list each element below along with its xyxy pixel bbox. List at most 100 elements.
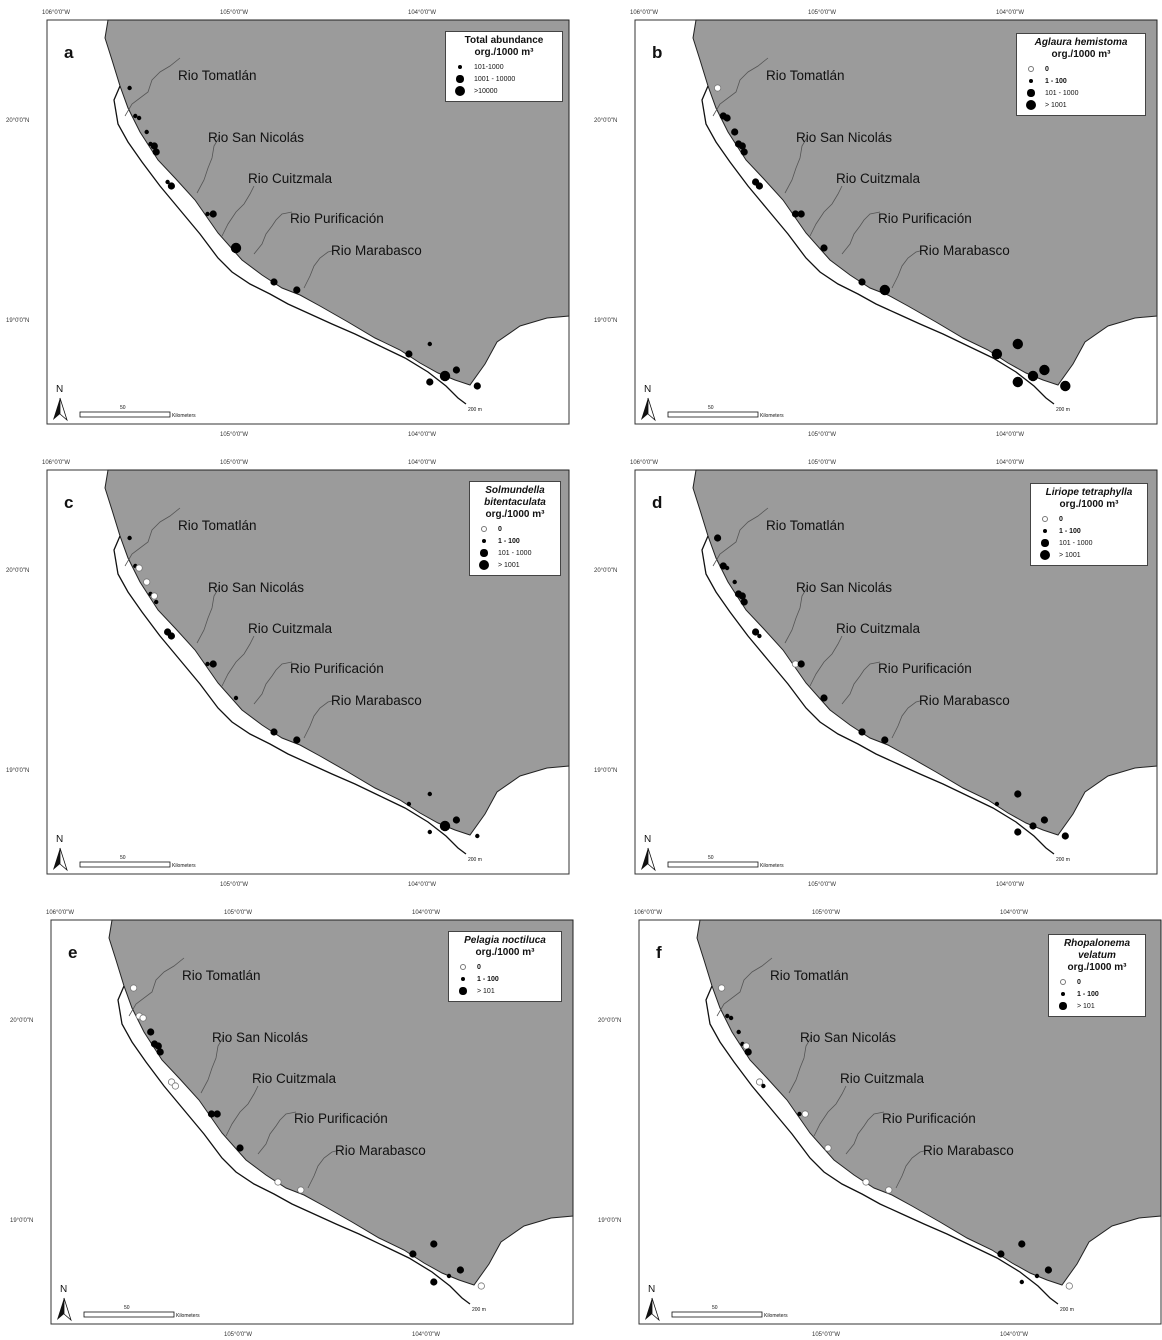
river-purificacion-line	[253, 661, 293, 705]
legend-title-line: Aglaura hemistoma	[1034, 37, 1128, 48]
river-san-nicolas-line	[200, 1035, 225, 1094]
coord-top-104: 104°0'0"W	[408, 460, 436, 466]
river-marabasco-line	[303, 249, 337, 289]
rivers	[124, 507, 337, 739]
station-marker	[1044, 1266, 1052, 1274]
coord-bottom-104: 104°0'0"W	[408, 432, 436, 438]
scale-unit: Kilometers	[760, 863, 784, 869]
station-marker	[293, 736, 301, 744]
station-marker	[1012, 338, 1023, 350]
legend-item-label: > 1001	[498, 561, 520, 569]
svg-text:N: N	[56, 834, 63, 845]
coord-top-106: 106°0'0"W	[634, 910, 662, 916]
legend-item: 1 - 100	[1023, 75, 1139, 87]
station-marker	[801, 1110, 809, 1118]
station-marker	[426, 378, 434, 386]
legend-title-line: Total abundance	[464, 35, 544, 46]
coord-left-19: 19°0'0"N	[598, 1218, 621, 1224]
coord-bottom-104: 104°0'0"W	[408, 882, 436, 888]
coord-left-20: 20°0'0"N	[594, 568, 617, 574]
legend-item: >10000	[452, 85, 556, 97]
legend-symbol-icon	[1027, 65, 1035, 73]
coord-top-105: 105°0'0"W	[812, 910, 840, 916]
legend-symbol-icon	[1042, 528, 1048, 534]
legend-item-label: 1 - 100	[498, 537, 520, 545]
legend-unit: org./1000 m³	[1051, 49, 1111, 60]
legend-symbol-icon	[1041, 515, 1049, 523]
river-marabasco-line	[891, 699, 925, 739]
river-marabasco-line	[891, 249, 925, 289]
station-marker	[135, 564, 143, 572]
coord-top-105: 105°0'0"W	[224, 910, 252, 916]
station-marker	[738, 592, 746, 600]
station-marker	[791, 210, 800, 218]
river-label-cuitzmala: Rio Cuitzmala	[840, 1071, 925, 1086]
station-markers	[718, 984, 1073, 1290]
coord-left-19: 19°0'0"N	[594, 318, 617, 324]
river-label-purificacion: Rio Purificación	[882, 1111, 976, 1126]
legend-item: > 1001	[1023, 99, 1139, 111]
legend-items: 101-1000 1001 - 10000 >10000	[452, 61, 556, 97]
station-marker	[757, 633, 762, 639]
legend-item-label: 0	[1077, 978, 1081, 986]
scale-label: 50	[708, 405, 714, 411]
coord-top-104: 104°0'0"W	[996, 10, 1024, 16]
station-marker	[452, 816, 460, 824]
coord-bottom-104: 104°0'0"W	[996, 432, 1024, 438]
station-marker	[1029, 822, 1037, 830]
north-arrow-icon: N	[641, 384, 656, 422]
station-marker	[274, 1178, 282, 1186]
station-marker	[731, 128, 739, 136]
river-label-marabasco: Rio Marabasco	[919, 693, 1010, 708]
land-mass	[104, 469, 570, 836]
legend-item-label: 101-1000	[474, 63, 504, 71]
coord-bottom-104: 104°0'0"W	[996, 882, 1024, 888]
river-label-san-nicolas: Rio San Nicolás	[208, 580, 304, 595]
station-marker	[761, 1083, 766, 1089]
isobath-200m-line	[701, 85, 1055, 405]
legend-item-label: 1001 - 10000	[474, 75, 516, 83]
legend-item: 0	[1055, 976, 1139, 988]
station-marker	[144, 129, 149, 135]
station-marker	[718, 984, 726, 992]
legend-symbol-icon	[1039, 549, 1051, 561]
station-marker	[297, 1186, 305, 1194]
station-marker	[1019, 1279, 1024, 1285]
legend-item: 0	[476, 523, 554, 535]
scale-bar: 50 Kilometers	[671, 1305, 788, 1319]
river-tomatlan-line	[124, 57, 181, 117]
legend-symbol-icon	[1059, 978, 1067, 986]
river-san-nicolas-line	[788, 1035, 813, 1094]
river-label-tomatlan: Rio Tomatlán	[766, 518, 845, 533]
river-san-nicolas-line	[196, 585, 221, 644]
coord-bottom-104: 104°0'0"W	[412, 1332, 440, 1338]
legend-item-label: > 1001	[1059, 551, 1081, 559]
coord-bottom-105: 105°0'0"W	[224, 1332, 252, 1338]
station-marker	[167, 632, 175, 640]
scale-label: 50	[712, 1305, 718, 1311]
north-arrow-icon: N	[645, 1284, 660, 1322]
scale-unit: Kilometers	[172, 863, 196, 869]
station-marker	[1012, 376, 1023, 388]
station-marker	[1018, 1240, 1026, 1248]
river-label-san-nicolas: Rio San Nicolás	[800, 1030, 896, 1045]
coord-top-105: 105°0'0"W	[220, 10, 248, 16]
station-marker	[820, 244, 828, 252]
coord-top-106: 106°0'0"W	[42, 10, 70, 16]
river-label-purificacion: Rio Purificación	[294, 1111, 388, 1126]
panel-letter: a	[64, 43, 74, 62]
station-marker	[1014, 790, 1022, 798]
station-marker	[165, 179, 170, 185]
isobath-200m-line	[113, 535, 467, 855]
legend-unit: org./1000 m³	[474, 47, 534, 58]
river-tomatlan-line	[716, 957, 773, 1017]
river-label-tomatlan: Rio Tomatlán	[770, 968, 849, 983]
station-marker	[824, 1144, 832, 1152]
river-label-purificacion: Rio Purificación	[878, 211, 972, 226]
legend-item-label: 1 - 100	[477, 975, 499, 983]
station-marker	[997, 1250, 1005, 1258]
